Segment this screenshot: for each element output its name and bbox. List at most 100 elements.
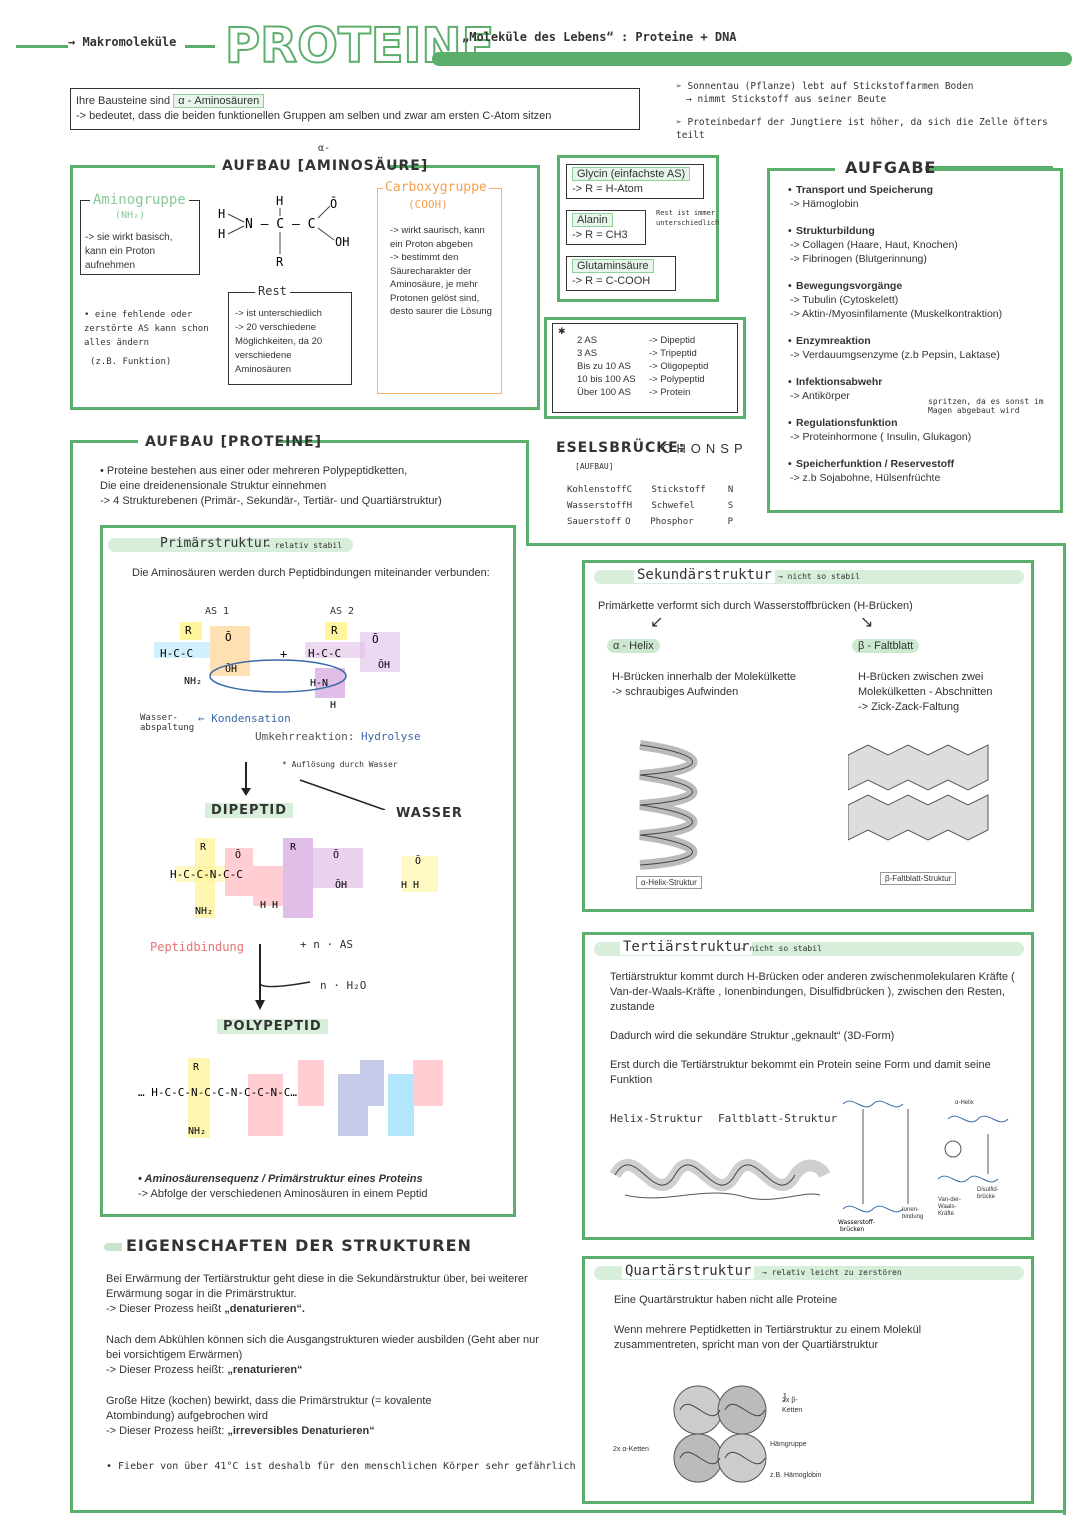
svg-text:Ō: Ō [372, 633, 379, 646]
aufgabe-heading: •Enzymreaktion [788, 334, 1055, 348]
beta-sheet-image [848, 744, 989, 841]
header-subtitle: „Moleküle des Lebens“ : Proteine + DNA [462, 30, 737, 44]
arrow-icon: ↙ [650, 614, 664, 631]
svg-text:Ō: Ō [225, 631, 232, 644]
mnemonic-cell: Sauerstoff [567, 517, 622, 527]
tertiary-ribbon-image [609, 1159, 830, 1200]
intro-text: -> bedeutet, dass die beiden funktionell… [76, 110, 552, 122]
glycin-box: Glycin (einfachste AS) -> R = H-Atom [566, 164, 704, 199]
mnemonic-sub: [AUFBAU] [575, 462, 614, 471]
mnemonic-cell: Wasserstoff [567, 501, 627, 511]
bullet-icon: • [788, 335, 792, 347]
svg-text:H-C-C-N-C-C: H-C-C-N-C-C [170, 868, 243, 881]
title-mask [215, 155, 387, 177]
eig-p1: Bei Erwärmung der Tertiärstruktur geht d… [106, 1273, 528, 1300]
eig-p2b-pre: -> Dieser Prozess heißt: [106, 1364, 228, 1376]
aufgabe-desc: -> Proteinhormone ( Insulin, Glukagon) [790, 431, 972, 443]
svg-text:H: H [330, 700, 336, 711]
svg-text:OH: OH [335, 235, 349, 249]
size-count: Bis zu 10 AS [577, 361, 631, 372]
tertiary-bond-diagram: Wasserstoff- brücken [838, 1100, 1009, 1233]
as1-label: AS 1 [205, 606, 230, 617]
size-name: -> Protein [649, 387, 691, 398]
aufloesung-label: * Auflösung durch Wasser [282, 760, 398, 769]
beta-caption: β-Faltblatt-Struktur [880, 872, 957, 885]
amino-formula: (NH₂) [115, 210, 146, 221]
side-notes: ➢ Sonnentau (Pflanze) lebt auf Stickstof… [676, 80, 1076, 142]
aufgabe-item: •Speicherfunktion / Reservestoff-> z.b S… [788, 457, 1055, 485]
polypeptide-diagram: R … H-C-C-N-C-C-N-C-C-N-C… NH₂ [138, 1058, 443, 1138]
primaer-box [100, 525, 516, 1217]
aufgabe-heading-text: Infektionsabwehr [796, 376, 883, 388]
quaternary-image [673, 1385, 767, 1483]
quartaer-tag: → relativ leicht zu zerstören [762, 1268, 902, 1277]
tert-ion-label: Ionen-bindung [902, 1207, 924, 1220]
bullet-icon: • [788, 417, 792, 429]
size-row: 3 AS-> Tripeptid [577, 347, 737, 360]
size-count: 2 AS [577, 335, 598, 346]
glycin-r: -> R = H-Atom [572, 183, 643, 195]
quart-alpha-label: 2x α-Ketten [613, 1446, 649, 1453]
svg-text:NH₂: NH₂ [195, 906, 213, 917]
title-mask [138, 430, 278, 452]
quart-p1: Eine Quartärstruktur haben nicht alle Pr… [614, 1294, 838, 1306]
sekundaer-box [582, 560, 1034, 912]
mnemonic-cell: H [626, 501, 633, 511]
eig-p3b-pre: -> Dieser Prozess heißt: [106, 1425, 228, 1437]
rest-text: -> ist unterschiedlich -> 20 verschieden… [235, 308, 323, 375]
divider [70, 1510, 1066, 1513]
proteine-frame [70, 440, 526, 1512]
primaer-text: Die Aminosäuren werden durch Peptidbindu… [132, 567, 490, 579]
umkehr-label: Umkehrreaktion: [255, 730, 355, 743]
carboxy-text: -> wirkt saurisch, kann ein Proton abgeb… [390, 225, 492, 317]
aufgabe-desc: -> Verdauumgsenzyme (z.b Pepsin, Laktase… [790, 349, 1000, 361]
intro-text: Ihre Bausteine sind [76, 95, 171, 107]
aufgabe-item: •Enzymreaktion-> Verdauumgsenzyme (z.b P… [788, 334, 1055, 362]
amino-acid-structure: H H N — C — C H R Ō OH [218, 194, 349, 268]
quart-p2: Wenn mehrere Peptidketten in Tertiärstru… [614, 1324, 922, 1351]
quart-haem-label: Hämgruppe [770, 1441, 807, 1448]
glut-r: -> R = C-COOH [572, 275, 651, 287]
eig-note: • Fieber von über 41°C ist deshalb für d… [106, 1461, 576, 1472]
mnemonic-word: CHONSP [662, 441, 748, 456]
sekundaer-text: Primärkette verformt sich durch Wasserst… [598, 600, 913, 612]
aufgabe-item: •Strukturbildung-> Collagen (Haare, Haut… [788, 224, 1055, 266]
divider [1063, 543, 1066, 1515]
tert-vdw-label: Van-der-Waals-Kräfte [938, 1197, 961, 1217]
polypeptid-label: POLYPEPTID [217, 1019, 328, 1034]
svg-text:Ō: Ō [333, 848, 339, 861]
rest-note: Rest ist immer unterschiedlich [656, 209, 720, 227]
svg-text:ŌH: ŌH [335, 878, 347, 891]
svg-text:H H: H H [260, 900, 278, 911]
mnemonic-cell: Schwefel [651, 501, 695, 511]
eig-p3: Große Hitze (kochen) bewirkt, dass die P… [106, 1395, 432, 1422]
aufgabe-desc: -> Tubulin (Cytoskelett) -> Aktin-/Myosi… [790, 294, 1003, 320]
tert-ds-label: Disulfid-brücke [977, 1187, 999, 1200]
svg-text:R: R [193, 1062, 200, 1073]
aufgabe-desc: -> Hämoglobin [790, 198, 859, 210]
bullet-icon: • [788, 376, 792, 388]
aufgabe-heading: •Strukturbildung [788, 224, 1055, 238]
n-h2o-label: n · H₂O [320, 979, 367, 992]
as2-label: AS 2 [330, 606, 355, 617]
svg-text:H-N: H-N [310, 678, 328, 689]
svg-text:Ō: Ō [235, 848, 241, 861]
aufgabe-heading-text: Regulationsfunktion [796, 417, 898, 429]
svg-text:NH₂: NH₂ [184, 676, 202, 687]
eig-p1b: „denaturieren“. [224, 1303, 305, 1315]
tert-p2: Dadurch wird die sekundäre Struktur „gek… [610, 1030, 895, 1042]
aufgabe-item: •Bewegungsvorgänge-> Tubulin (Cytoskelet… [788, 279, 1055, 321]
eig-p2: Nach dem Abkühlen können sich die Ausgan… [106, 1334, 539, 1361]
wasser-label: Wasser-abspaltung [140, 713, 195, 733]
svg-text:R: R [185, 624, 192, 637]
svg-text:H: H [218, 207, 225, 221]
sekundaer-tag: → nicht so stabil [778, 572, 860, 581]
aufgabe-heading: •Speicherfunktion / Reservestoff [788, 457, 1055, 471]
size-row: 10 bis 100 AS-> Polypeptid [577, 373, 737, 386]
tert-alpha-label: α-Helix [955, 1100, 974, 1106]
mnemonic-cell: O [625, 517, 631, 527]
bullet-icon: • [788, 458, 792, 470]
svg-text:Wasserstoff-: Wasserstoff- [838, 1219, 875, 1226]
